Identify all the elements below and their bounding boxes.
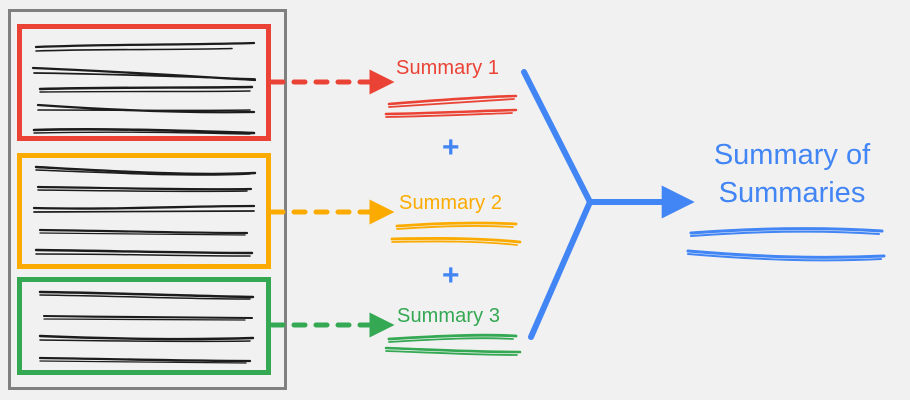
summary1-scribble	[384, 94, 518, 118]
plus-operator-1: +	[442, 131, 460, 164]
summary-3-label: Summary 3	[397, 305, 501, 327]
final-title-line-2: Summaries	[718, 177, 866, 209]
summary-2-label: Summary 2	[399, 192, 503, 214]
section-box-red[interactable]	[17, 24, 271, 141]
plus-operator-2: +	[442, 259, 460, 292]
source-document-frame	[8, 9, 287, 390]
section-box-green[interactable]	[17, 277, 271, 375]
final-title-line-1: Summary of	[713, 139, 871, 171]
summary-1-label: Summary 1	[396, 57, 500, 79]
section-box-orange[interactable]	[17, 153, 271, 269]
document-section-orange[interactable]	[17, 153, 271, 269]
merge-branch-top	[521, 69, 593, 205]
summary-of-summaries-title: Summary of Summaries	[702, 136, 882, 212]
handwriting-lines-red-section	[31, 41, 257, 135]
summary3-scribble	[384, 333, 522, 356]
document-section-red[interactable]	[17, 24, 271, 141]
document-section-green[interactable]	[17, 277, 271, 375]
handwriting-lines-orange-section	[32, 165, 257, 257]
final-summary-scribble	[686, 227, 886, 262]
handwriting-lines-green-section	[38, 290, 255, 364]
merge-arrow	[521, 69, 593, 340]
merge-branch-bottom	[528, 199, 593, 340]
summary2-scribble	[390, 221, 522, 246]
